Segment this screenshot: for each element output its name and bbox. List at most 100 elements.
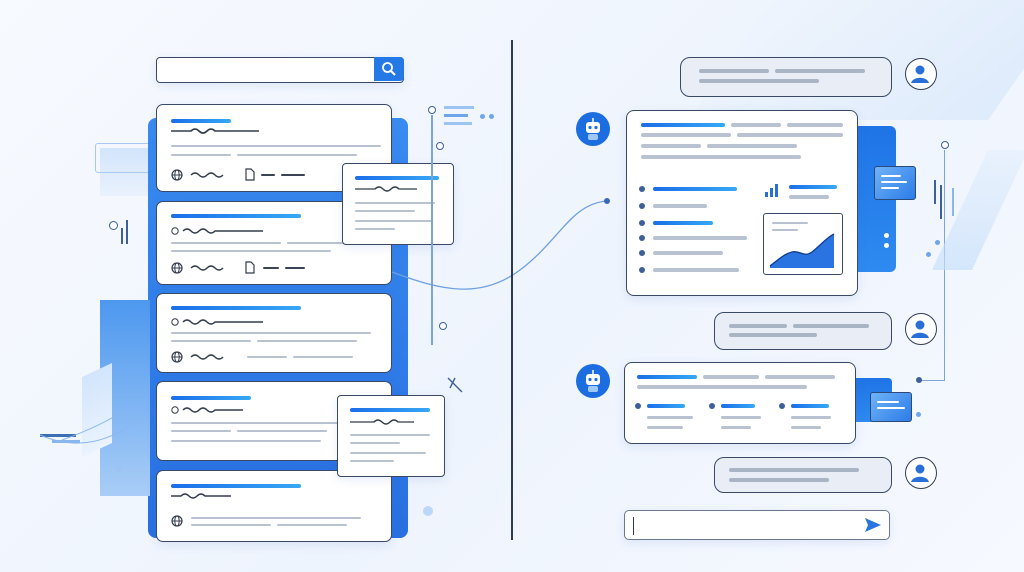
chart-label (789, 195, 829, 199)
user-message (714, 457, 892, 493)
result-line (171, 250, 331, 252)
message-line (703, 375, 759, 379)
result-line (237, 430, 327, 432)
list-bullet (639, 220, 645, 226)
file-icon (870, 392, 912, 422)
popup-line (355, 202, 435, 204)
globe-icon (171, 169, 183, 181)
decor-dashes (444, 122, 472, 125)
globe-icon (171, 262, 183, 274)
preview-popup[interactable] (342, 163, 454, 245)
list-item-title (653, 221, 713, 225)
decor-dashes (444, 106, 474, 109)
result-line (191, 517, 361, 519)
decor-line (952, 188, 954, 216)
connector-dot (604, 198, 610, 204)
result-line (287, 242, 377, 244)
robot-avatar-icon (576, 364, 610, 398)
list-bullet (639, 203, 645, 209)
column-line (791, 426, 821, 429)
result-card[interactable] (156, 104, 392, 192)
file-icon (874, 166, 916, 200)
result-line (171, 440, 321, 442)
decor-dashes (444, 114, 468, 117)
popup-line (355, 220, 433, 222)
list-item-line (653, 236, 747, 240)
column-line (721, 426, 751, 429)
decor-line (126, 220, 128, 244)
result-title (171, 396, 251, 400)
file-line (881, 187, 899, 189)
result-meta (263, 267, 279, 269)
chat-input[interactable] (633, 517, 858, 535)
result-line (171, 430, 231, 432)
result-line (277, 524, 347, 526)
chart-label (789, 185, 837, 189)
popup-scribble (350, 419, 414, 425)
result-scribble (171, 128, 259, 134)
result-line (171, 145, 381, 147)
message-title (637, 375, 697, 379)
message-line (699, 79, 819, 83)
message-line (775, 69, 865, 73)
column-title (647, 404, 685, 408)
chat-input-bar[interactable] (624, 510, 890, 540)
result-title (171, 214, 301, 218)
popup-line (350, 452, 426, 454)
message-line (729, 468, 859, 472)
result-card[interactable] (156, 470, 392, 542)
decor-dot (109, 221, 118, 230)
search-button[interactable] (374, 57, 404, 81)
file-line (877, 407, 905, 409)
decor-dashes (40, 434, 76, 437)
result-scribble (190, 172, 224, 178)
result-line (191, 524, 271, 526)
file-line (881, 175, 901, 177)
result-meta (281, 174, 305, 176)
result-scribble (190, 265, 224, 271)
message-line (729, 333, 817, 337)
globe-icon (171, 515, 183, 527)
message-line (637, 385, 807, 389)
search-input[interactable] (163, 61, 367, 79)
message-line (699, 69, 769, 73)
result-meta (293, 356, 353, 358)
result-scribble (182, 407, 243, 413)
decor-dot (935, 240, 940, 245)
decor-dot (916, 377, 922, 383)
list-bullet (639, 235, 645, 241)
document-icon (245, 261, 255, 274)
document-icon (245, 168, 255, 181)
result-line (171, 422, 351, 424)
decor-dot (884, 233, 889, 238)
decor-line (920, 380, 945, 382)
decor-dot (926, 252, 931, 257)
decor-dot (916, 412, 921, 417)
popup-line (350, 442, 400, 444)
send-icon[interactable] (865, 518, 881, 532)
result-scribble (190, 354, 224, 360)
preview-popup[interactable] (337, 395, 445, 477)
result-card[interactable] (156, 293, 392, 373)
column-line (647, 426, 683, 429)
message-line (737, 133, 843, 137)
result-scribble (171, 493, 231, 499)
message-line (641, 133, 731, 137)
decor-dot (423, 506, 433, 516)
list-bullet (639, 186, 645, 192)
globe-icon (171, 318, 179, 326)
popup-line (350, 434, 430, 436)
result-line (171, 154, 231, 156)
result-title (171, 119, 231, 123)
result-scribble (182, 228, 263, 234)
search-bar[interactable] (156, 57, 404, 83)
result-line (171, 332, 371, 334)
list-bullet (639, 250, 645, 256)
list-bullet (779, 403, 785, 409)
message-line (729, 478, 829, 482)
result-meta (247, 356, 287, 358)
bar-chart-icon (765, 184, 778, 197)
result-line (171, 340, 251, 342)
message-line (793, 324, 869, 328)
popup-title (355, 176, 439, 180)
